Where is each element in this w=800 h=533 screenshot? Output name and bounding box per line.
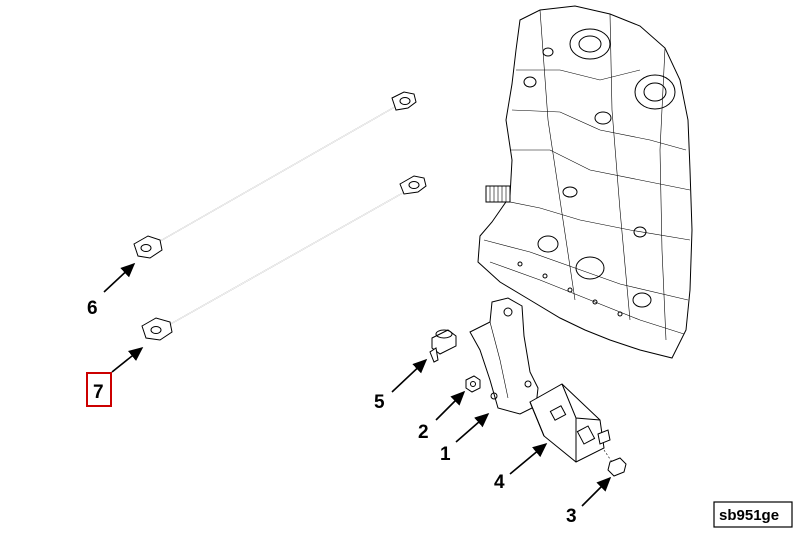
leader-arrow-3: [581, 476, 612, 507]
leader-arrow-6: [103, 262, 136, 293]
reference-code-box: sb951ge: [713, 501, 793, 528]
leader-arrow-1: [455, 412, 490, 443]
callout-2: 2: [418, 422, 429, 443]
bolt-5: [429, 329, 457, 363]
bracket-1: [469, 297, 539, 415]
relay-4: [529, 383, 611, 463]
callout-7: 7: [93, 382, 104, 403]
leader-arrows: [103, 262, 612, 507]
callout-5: 5: [374, 392, 385, 413]
ground-strap-7: [141, 175, 427, 341]
engine-block: [477, 5, 693, 359]
leader-arrow-5: [391, 358, 428, 393]
callout-1: 1: [440, 444, 451, 465]
callout-3: 3: [566, 506, 577, 527]
nut-2: [465, 375, 481, 393]
leader-arrow-7: [111, 347, 144, 373]
callout-4: 4: [494, 472, 505, 493]
callout-6: 6: [87, 298, 98, 319]
screw-3: [603, 449, 627, 477]
leader-arrow-4: [509, 442, 548, 475]
reference-code: sb951ge: [719, 507, 779, 524]
leader-arrow-2: [435, 390, 466, 421]
callout-labels: 6 7 5 2 1 4 3: [86, 298, 577, 527]
ground-strap-6: [133, 91, 417, 259]
callout-7-highlight-box: [86, 372, 112, 407]
